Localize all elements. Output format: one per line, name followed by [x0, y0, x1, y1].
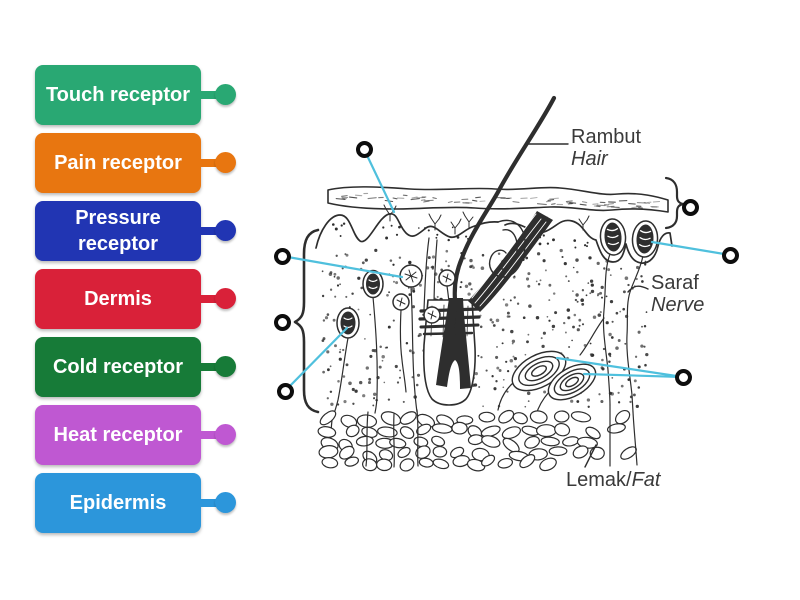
label-text: Pain receptor [54, 152, 182, 174]
papillae-left [315, 213, 499, 249]
label-connector-dot [215, 288, 236, 309]
label-box[interactable]: Pressure receptor [35, 201, 201, 261]
hair-annotation-en: Hair [571, 148, 608, 170]
label-connector-dot [215, 356, 236, 377]
nerve-annotation: Saraf Nerve [651, 272, 704, 316]
label-text: Heat receptor [53, 424, 183, 446]
label-connector-dot [215, 220, 236, 241]
nerve-annotation-id: Saraf [651, 272, 699, 294]
fat-nerves [365, 404, 638, 468]
bulb-receptors [599, 218, 659, 258]
hair-root [436, 298, 471, 389]
draggable-label-cold-receptor[interactable]: Cold receptor [35, 337, 275, 397]
round-receptors [392, 264, 456, 324]
label-connector-dot [215, 424, 236, 445]
label-connector-stub [199, 227, 223, 235]
label-box[interactable]: Touch receptor [35, 65, 201, 125]
fat-annotation-id: Lemak/ [566, 469, 632, 491]
drop-target-free-nerve-ending[interactable] [356, 141, 373, 158]
muscle-streaks [471, 213, 547, 307]
label-connector-stub [199, 295, 223, 303]
draggable-label-touch-receptor[interactable]: Touch receptor [35, 65, 275, 125]
annotation-pointers [526, 143, 649, 468]
label-box[interactable]: Dermis [35, 269, 201, 329]
dermis-brace [293, 228, 320, 414]
label-box[interactable]: Cold receptor [35, 337, 201, 397]
hair-shaft [452, 95, 557, 303]
label-box[interactable]: Epidermis [35, 473, 201, 533]
drop-target-dermis-brace[interactable] [274, 314, 291, 331]
draggable-label-epidermis[interactable]: Epidermis [35, 473, 275, 533]
label-box[interactable]: Pain receptor [35, 133, 201, 193]
label-text: Epidermis [69, 492, 167, 514]
band-texture [335, 192, 661, 209]
label-text: Touch receptor [45, 84, 191, 106]
leader-lines [280, 147, 732, 393]
label-connector-dot [215, 84, 236, 105]
draggable-label-pressure-receptor[interactable]: Pressure receptor [35, 201, 275, 261]
label-connector-dot [215, 492, 236, 513]
label-connector-dot [215, 152, 236, 173]
drop-target-round-receptor[interactable] [274, 248, 291, 265]
label-text: Pressure receptor [75, 207, 161, 255]
draggable-label-pain-receptor[interactable]: Pain receptor [35, 133, 275, 193]
label-connector-stub [199, 363, 223, 371]
fat-cells [317, 409, 637, 472]
fat-annotation: Lemak/Fat [566, 469, 661, 491]
label-connector-stub [199, 431, 223, 439]
sebaceous-gland [488, 219, 526, 278]
drop-target-bulb-receptor[interactable] [722, 247, 739, 264]
drop-target-epidermis-brace[interactable] [682, 199, 699, 216]
label-connector-stub [199, 91, 223, 99]
label-text: Cold receptor [52, 356, 184, 378]
draggable-label-dermis[interactable]: Dermis [35, 269, 275, 329]
label-box[interactable]: Heat receptor [35, 405, 201, 465]
drop-target-oval-receptor[interactable] [277, 383, 294, 400]
hair-annotation: Rambut Hair [571, 126, 641, 170]
label-text: Dermis [84, 288, 152, 310]
label-connector-stub [199, 499, 223, 507]
nerve-annotation-en: Nerve [651, 294, 705, 316]
arrector-pili-muscle [468, 211, 553, 312]
fat-annotation-en: Fat [631, 469, 661, 491]
hair-annotation-id: Rambut [571, 126, 642, 148]
papillae-right [504, 219, 673, 264]
corneum-band [327, 186, 669, 213]
drop-target-lamellar-corpuscle[interactable] [675, 369, 692, 386]
label-connector-stub [199, 159, 223, 167]
draggable-label-heat-receptor[interactable]: Heat receptor [35, 405, 275, 465]
oval-receptors [336, 269, 384, 339]
